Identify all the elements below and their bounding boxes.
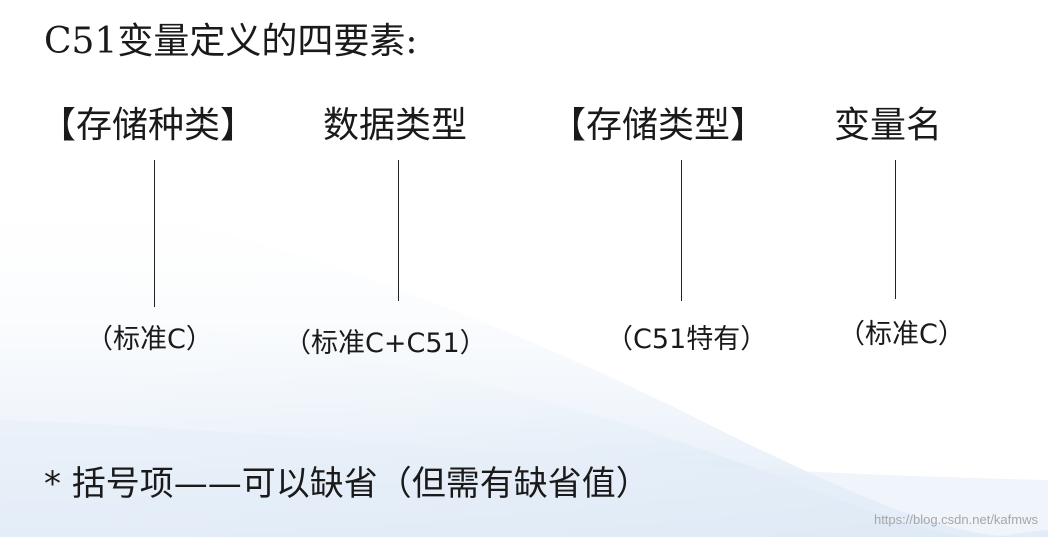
- watermark: https://blog.csdn.net/kafmws: [873, 512, 1038, 527]
- connector-line-storage-class: [154, 160, 155, 307]
- term-storage-class: 【存储种类】: [40, 105, 257, 146]
- footnote: * 括号项——可以缺省（但需有缺省值）: [44, 464, 650, 504]
- connector-line-variable-name: [895, 160, 896, 299]
- term-data-type: 数据类型: [323, 105, 468, 146]
- note-variable-name: （标准C）: [838, 319, 965, 350]
- slide-title: C51变量定义的四要素:: [44, 21, 418, 62]
- note-storage-type: （C51特有）: [606, 324, 768, 355]
- connector-line-storage-type: [681, 160, 682, 301]
- connector-line-data-type: [398, 160, 399, 301]
- term-storage-type: 【存储类型】: [550, 105, 767, 146]
- note-data-type: （标准C+C51）: [284, 328, 487, 359]
- term-variable-name: 变量名: [834, 105, 943, 146]
- note-storage-class: （标准C）: [86, 324, 213, 355]
